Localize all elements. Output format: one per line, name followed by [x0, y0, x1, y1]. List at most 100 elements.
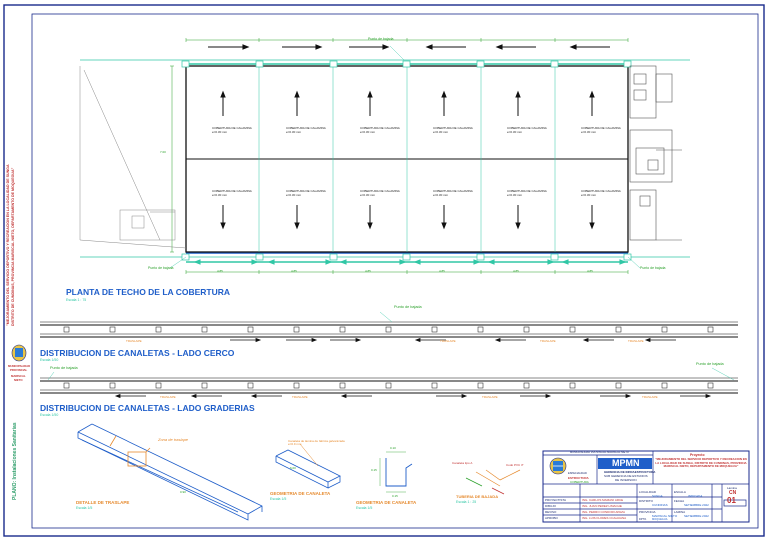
roof-plan-left-drop: Punto de bajada	[148, 266, 174, 270]
overlap-zone-label: Zona de traslape	[158, 437, 189, 442]
row-left-2-val: ING. PEDRO CONDORI APAZA	[582, 510, 625, 514]
stands-support-label: TRASLAPE	[642, 395, 658, 399]
row-mid-3-val: MOQUEGUA	[652, 518, 668, 521]
gutter-geom-scale: Escala 1/5	[270, 497, 287, 501]
row-mid-3-key: DPTO.	[639, 518, 647, 521]
drop-detail-title: TUBERIA DE BAJADA	[456, 494, 499, 499]
project-vertical-text-2: DISTRITO DE CUNDINAS, PROVINCIA MARISCAL…	[11, 167, 15, 326]
gutter-section-scale: Escala 1/5	[356, 506, 373, 510]
overlap-scale: Escala 1/5	[76, 506, 93, 510]
row-mid-2-val: MARISCAL NIETO	[652, 514, 678, 518]
panel-note: COBERTURA DE CALAMINA	[212, 126, 252, 130]
overlap-title: DETALLE DE TRASLAPE	[76, 500, 130, 505]
panel-note-thickness: e=0.30 mm	[581, 193, 597, 197]
panel-note: COBERTURA DE CALAMINA	[507, 189, 547, 193]
row-left-3-val: ING. LUIS FLORES CCAHUANA	[582, 516, 627, 520]
roof-plan-dim-bottom-3: 4.85	[365, 269, 371, 273]
roof-plan-dim-bottom-4: 4.85	[439, 269, 445, 273]
fence-support-label: TRASLAPE	[126, 339, 142, 343]
stands-support-label: TRASLAPE	[292, 395, 308, 399]
row-mid-1-val: CUNDINAS	[652, 503, 668, 507]
specialty-label: ESPECIALIDAD	[568, 472, 587, 475]
panel-note-thickness: e=0.30 mm	[286, 193, 302, 197]
row-right-0-key: ESCALA	[674, 490, 686, 494]
panel-note: COBERTURA DE CALAMINA	[286, 126, 326, 130]
project-text: "MEJORAMIENTO DEL SERVICIO DEPORTIVO Y R…	[655, 457, 747, 469]
org-sub-3: DE INVERSION	[615, 478, 637, 482]
row-mid-2-key: PROVINCIA	[639, 510, 656, 514]
fence-gutter-scale: Escala 1/50	[40, 358, 59, 362]
inner-frame	[31, 13, 759, 529]
org-acronym: MPMN	[612, 458, 640, 468]
sheet-number: 01	[727, 496, 736, 505]
stands-drop-label-left: Punto de bajada	[50, 366, 78, 370]
panel-note: COBERTURA DE CALAMINA	[433, 189, 473, 193]
row-left-2-key: REVISO	[545, 510, 557, 514]
fence-support-label: TRASLAPE	[628, 339, 644, 343]
gutter-geom-dim: 6.00	[290, 466, 296, 470]
fence-gutter-drawing	[40, 311, 738, 343]
stands-gutter-title: DISTRIBUCION DE CANALETAS - LADO GRADERI…	[40, 403, 255, 413]
row-left-0-val: ING. CARLOS MAMANI ARCE	[582, 498, 624, 502]
roof-plan-title: PLANTA DE TECHO DE LA COBERTURA	[66, 287, 231, 297]
left-seal-icon	[11, 344, 27, 362]
panel-note-thickness: e=0.30 mm	[212, 130, 228, 134]
sheet-label: Lamina	[727, 486, 737, 490]
panel-note: COBERTURA DE CALAMINA	[581, 126, 621, 130]
roof-plan-dim-bottom-2: 4.85	[291, 269, 297, 273]
gutter-geom-title: GEOMETRIA DE CANALETA	[270, 491, 331, 496]
panel-note-thickness: e=0.30 mm	[507, 130, 523, 134]
gutter-geom-note: Canaleta de lamina de fabrica galvanizad…	[288, 439, 345, 447]
org-sub-2: SUB GERENCIA DE ESTUDIOS	[604, 474, 648, 478]
roof-plan-gutter-label: Punto de bajada	[368, 37, 394, 41]
panel-note: COBERTURA DE CALAMINA	[433, 126, 473, 130]
panel-note: COBERTURA DE CALAMINA	[360, 189, 400, 193]
outer-frame	[3, 4, 765, 537]
section-dim-a: 0.15	[371, 468, 377, 472]
org-sub-1: GERENCIA DE INFRAESTRUCTURA	[604, 470, 656, 474]
row-right-1-key: FECHA	[674, 499, 685, 503]
stands-drop-label-right: Punto de bajada	[696, 362, 724, 366]
fence-drop-label: Punto de bajada	[394, 305, 422, 309]
panel-note: COBERTURA DE CALAMINA	[507, 126, 547, 130]
section-dim-c: 0.15	[392, 494, 398, 498]
drop-pipe-drawing	[465, 469, 521, 495]
panel-note-thickness: e=0.30 mm	[581, 130, 597, 134]
row-right-1-val: SETIEMBRE 2022	[684, 503, 709, 507]
row-left-1-val: ING. JUAN PEREZ LIMACHE	[582, 504, 622, 508]
row-right-0-val: INDICADA	[688, 494, 703, 498]
panel-note: COBERTURA DE CALAMINA	[581, 189, 621, 193]
roof-plan-right-drop: Punto de bajada	[640, 266, 666, 270]
drop-note-b: Codo PVC 3"	[506, 463, 524, 467]
title-block-header: MUNICIPALIDAD PROVINCIAL MARISCAL NIETO	[570, 451, 629, 454]
panel-note-thickness: e=0.30 mm	[286, 130, 302, 134]
row-mid-0-key: LOCALIDAD	[639, 490, 657, 494]
gutter-geometry-drawing	[275, 443, 341, 489]
roof-plan-dim-bottom: 4.85	[217, 269, 223, 273]
row-right-2-key: LAMINA	[674, 510, 686, 514]
muni-name-4: NIETO	[14, 378, 23, 382]
gutter-section-drawing	[379, 451, 413, 493]
fence-support-label: TRASLAPE	[540, 339, 556, 343]
panel-note-thickness: e=0.30 mm	[433, 193, 449, 197]
stands-support-label: TRASLAPE	[160, 395, 176, 399]
roof-plan-dim-left: 7.00	[160, 150, 166, 154]
specialty: ESTRUCTURA	[568, 476, 589, 480]
row-mid-1-key: DISTRITO	[639, 499, 653, 503]
roof-plan-dim-bottom-6: 4.85	[587, 269, 593, 273]
project-label: Proyecto	[690, 453, 705, 457]
roof-plan-dim-bottom-5: 4.85	[513, 269, 519, 273]
municipal-seal-icon	[549, 457, 567, 475]
project-vertical-text: "MEJORAMIENTO DEL SERVICIO DEPORTIVO Y R…	[6, 164, 10, 326]
stands-gutter-scale: Escala 1/50	[40, 413, 59, 417]
sheet-code: CN	[729, 490, 737, 496]
row-left-0-key: PROYECTISTA	[545, 498, 566, 502]
drop-detail-scale: Escala 1 : 25	[456, 500, 477, 504]
section-dim-b: 0.10	[390, 446, 396, 450]
roof-plan-drawing	[79, 38, 690, 274]
panel-note-thickness: e=0.30 mm	[360, 193, 376, 197]
fence-gutter-title: DISTRIBUCION DE CANALETAS - LADO CERCO	[40, 348, 235, 358]
stands-support-label: TRASLAPE	[482, 395, 498, 399]
row-right-2-val: SETIEMBRE 2022	[684, 514, 709, 518]
